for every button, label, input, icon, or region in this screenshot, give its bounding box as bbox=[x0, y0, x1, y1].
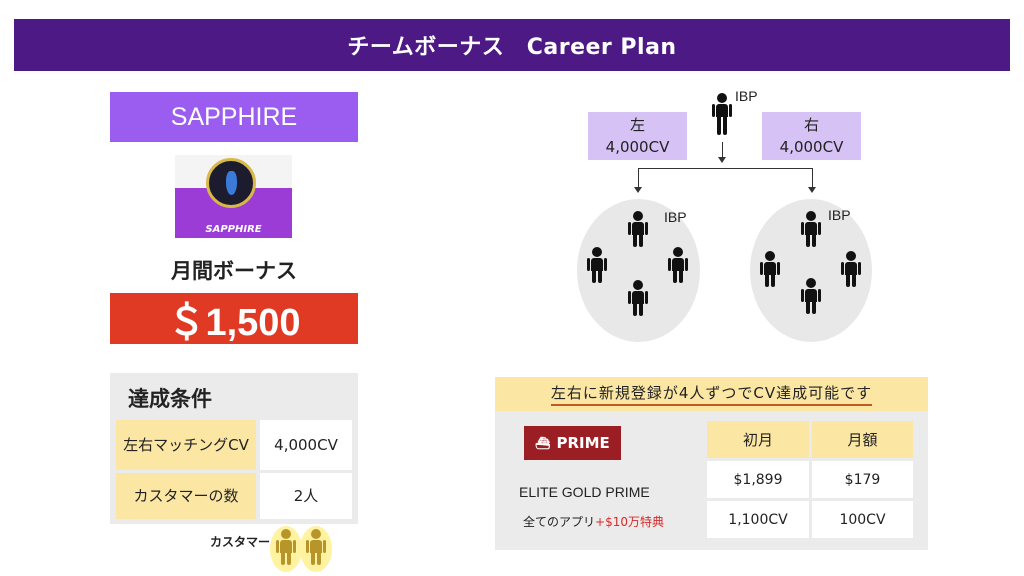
page-title: チームボーナス Career Plan bbox=[14, 19, 1010, 71]
product-note: 全てのアプリ+$10万特典 bbox=[523, 515, 664, 529]
condition-label: 左右マッチングCV bbox=[116, 420, 256, 470]
condition-value: 4,000CV bbox=[260, 420, 352, 470]
top-person-icon bbox=[710, 93, 734, 139]
gem-icon bbox=[206, 158, 256, 208]
condition-label: カスタマーの数 bbox=[116, 473, 256, 519]
customer-person-icon bbox=[304, 529, 328, 567]
monthly-cv: 100CV bbox=[812, 501, 913, 538]
conditions-title: 達成条件 bbox=[128, 387, 212, 411]
left-side-box: 左 4,000CV bbox=[588, 112, 687, 160]
person-icon bbox=[799, 278, 823, 316]
top-ibp-label: IBP bbox=[735, 88, 758, 104]
right-side-box: 右 4,000CV bbox=[762, 112, 861, 160]
first-month-price: $1,899 bbox=[707, 461, 809, 498]
customer-label: カスタマー bbox=[210, 535, 271, 549]
right-side-label: 右 bbox=[803, 116, 819, 134]
product-name: ELITE GOLD PRIME bbox=[519, 484, 650, 500]
monthly-price: $179 bbox=[812, 461, 913, 498]
person-icon bbox=[626, 280, 650, 318]
person-icon bbox=[585, 247, 609, 285]
conditions-panel: 達成条件 左右マッチングCV 4,000CV カスタマーの数 2人 bbox=[110, 373, 358, 524]
person-icon bbox=[799, 211, 823, 249]
monthly-header: 月額 bbox=[812, 421, 913, 458]
badge-label: SAPPHIRE bbox=[205, 224, 262, 235]
left-side-label: 左 bbox=[629, 116, 645, 134]
rank-name: SAPPHIRE bbox=[110, 92, 358, 142]
right-side-cv: 4,000CV bbox=[779, 138, 844, 156]
person-icon bbox=[626, 211, 650, 249]
first-month-cv: 1,100CV bbox=[707, 501, 809, 538]
prime-logo: ⛴ PRIME bbox=[524, 426, 621, 460]
bonus-amount: ＄1,500 bbox=[110, 293, 358, 344]
prime-panel: 左右に新規登録が4人ずつでCV達成可能です ⛴ PRIME ELITE GOLD… bbox=[495, 377, 928, 550]
condition-value: 2人 bbox=[260, 473, 352, 519]
bonus-label: 月間ボーナス bbox=[171, 259, 297, 283]
first-month-header: 初月 bbox=[707, 421, 809, 458]
ship-icon: ⛴ bbox=[535, 436, 551, 450]
right-ibp-label: IBP bbox=[828, 207, 851, 223]
person-icon bbox=[758, 251, 782, 289]
left-ibp-label: IBP bbox=[664, 209, 687, 225]
person-icon bbox=[839, 251, 863, 289]
left-side-cv: 4,000CV bbox=[605, 138, 670, 156]
prime-banner: 左右に新規登録が4人ずつでCV達成可能です bbox=[495, 377, 928, 411]
person-icon bbox=[666, 247, 690, 285]
sapphire-badge: SAPPHIRE bbox=[175, 155, 292, 238]
customer-person-icon bbox=[274, 529, 298, 567]
